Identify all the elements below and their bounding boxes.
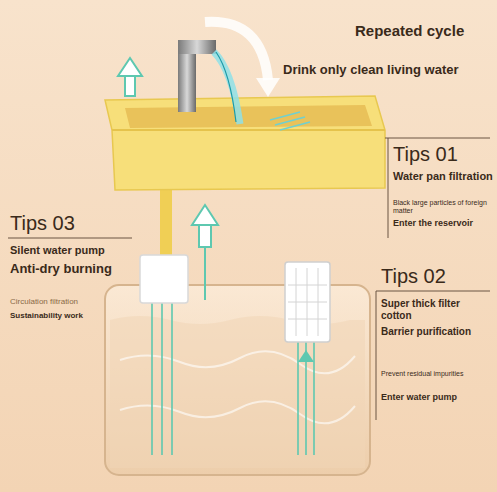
drain-lines [270, 112, 310, 130]
title: Repeated cycle [355, 22, 493, 39]
tip-note: Sustainability work [10, 311, 102, 320]
tip-heading: Super thick filter cotton [381, 298, 493, 321]
up-arrow [118, 58, 142, 76]
pump-pipe [160, 188, 172, 258]
faucet-spout [178, 40, 216, 54]
tray-rim [112, 129, 385, 131]
tip-number: Tips 03 [10, 212, 132, 235]
cycle-arrowhead [256, 78, 280, 97]
tray-water [125, 105, 372, 128]
tip-number: Tips 02 [381, 265, 493, 288]
tip-number: Tips 01 [393, 143, 493, 166]
water-stream [214, 52, 240, 124]
tip-note: Enter water pump [381, 392, 493, 402]
up-arrow [192, 205, 218, 225]
tip-heading: Barrier purification [381, 326, 493, 338]
water-pump [140, 255, 188, 303]
subtitle: Drink only clean living water [283, 63, 493, 78]
tip-rule [376, 291, 377, 420]
water-tray [105, 96, 385, 190]
flow-arrow [298, 350, 314, 362]
cycle-arrow [205, 22, 268, 80]
tip-heading: Anti-dry burning [10, 262, 135, 277]
tip-note: Enter the reservoir [393, 218, 493, 228]
up-arrow [199, 225, 211, 247]
filter-grid [288, 268, 327, 336]
tip-note: Prevent residual impurities [381, 370, 493, 378]
tip-heading: Silent water pump [10, 244, 135, 257]
tip-rule [376, 291, 490, 292]
tip-rule [385, 138, 490, 139]
tip-rule [388, 138, 389, 238]
water-stream [216, 52, 236, 122]
up-arrow [125, 76, 135, 96]
water-ripple [120, 351, 355, 373]
tip-note: Black large particles of foreign matter [393, 199, 493, 215]
tip-rule [8, 238, 132, 239]
tip-note: Circulation filtration [10, 297, 102, 306]
filter-cartridge [285, 262, 330, 342]
tip-heading: Water pan filtration [393, 170, 493, 183]
water-ripple [120, 401, 355, 423]
